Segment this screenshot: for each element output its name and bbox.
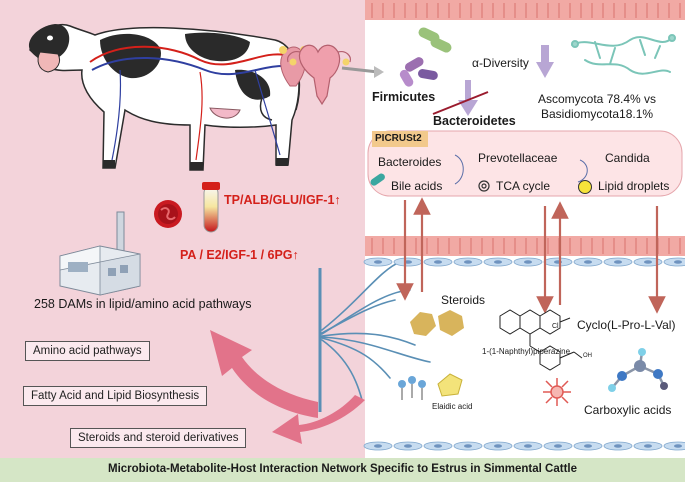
bacteroidetes-label: Bacteroidetes [433, 114, 516, 128]
bottom-cell-row [363, 441, 685, 451]
blood-tube-icon [202, 182, 220, 233]
firmicutes-label: Firmicutes [372, 90, 436, 104]
footer-title: Microbiota-Metabolite-Host Interaction N… [107, 463, 577, 475]
picrust-panel [367, 130, 683, 197]
diversity-up-arrow [536, 45, 554, 78]
metabolomics-label: 258 DAMs in lipid/amino acid pathways [34, 297, 252, 311]
diversity-down-arrow [458, 80, 478, 116]
cell-nucleus [464, 444, 472, 448]
lipid-droplet-icon [578, 180, 592, 194]
alpha-diversity-label: α-Diversity [472, 56, 529, 70]
red-blood-cell-icon [154, 200, 182, 228]
top-epithelium [365, 0, 685, 20]
cell-nucleus [434, 444, 442, 448]
elaidic-acid-crystal-icon [437, 373, 463, 397]
cell-nucleus [374, 260, 382, 264]
genus-candida: Candida [605, 151, 650, 165]
cell-nucleus [674, 260, 682, 264]
cell-nucleus [554, 444, 562, 448]
cow-illustration [28, 23, 301, 171]
uterus-icon [287, 44, 384, 106]
bile-acid-icon [370, 173, 385, 186]
hormone-indicators-label: PA / E2/IGF-1 / 6PG↑ [180, 248, 299, 262]
cell-nucleus [644, 260, 652, 264]
cell-nucleus [494, 444, 502, 448]
steroid-crystals-icon [410, 310, 464, 336]
pathway-box-steroids: Steroids and steroid derivatives [70, 428, 247, 448]
cell-nucleus [614, 260, 622, 264]
cell-nucleus [584, 444, 592, 448]
pathway-box-amino: Amino acid pathways [25, 341, 150, 361]
lipid-icon [398, 376, 426, 400]
chlorine-atom-label: Cl [552, 323, 559, 330]
molecule-model-icon [608, 348, 668, 392]
cell-nucleus [494, 260, 502, 264]
cell-nucleus [524, 260, 532, 264]
pink-arrow-lower [272, 395, 365, 444]
lcms-instrument-icon [59, 211, 141, 296]
carboxylic-acids-label: Carboxylic acids [584, 403, 672, 417]
elaidic-acid-label: Elaidic acid [432, 402, 473, 411]
genus-prevotellaceae: Prevotellaceae [478, 151, 558, 165]
cell-nucleus [524, 444, 532, 448]
bacteria-cluster-icon [399, 27, 452, 87]
immune-cell-icon [543, 378, 571, 406]
cell-nucleus [434, 260, 442, 264]
steroids-label: Steroids [441, 293, 486, 307]
function-bile-acids: Bile acids [391, 179, 443, 193]
cell-nucleus [464, 260, 472, 264]
tca-cycle-icon [478, 180, 490, 192]
middle-epithelium [363, 236, 685, 267]
diversity-divider [432, 91, 489, 115]
hydroxyl-group-label: OH [583, 353, 592, 359]
function-lipid-droplets: Lipid droplets [598, 179, 670, 193]
piperazine-label: 1-(1-Naphthyl)piperazine [482, 347, 571, 356]
cell-nucleus [644, 444, 652, 448]
picrust-connectors [454, 154, 588, 185]
cell-nucleus [374, 444, 382, 448]
cyclo-pro-val-label: Cyclo(L-Pro-L-Val) [577, 318, 676, 332]
cell-nucleus [674, 444, 682, 448]
cell-nucleus [404, 444, 412, 448]
fungi-hyphae-icon [571, 34, 676, 75]
footer-band [0, 458, 685, 482]
cell-nucleus [584, 260, 592, 264]
picrust-tag: PICRUSt2 [375, 133, 422, 144]
picrust-tag-background [372, 131, 428, 147]
piperazine-structure [499, 309, 583, 371]
fungi-ratio-label: Ascomycota 78.4% vs Basidiomycota18.1% [538, 92, 657, 121]
function-tca-cycle: TCA cycle [496, 179, 551, 193]
genus-bacteroides: Bacteroides [378, 155, 442, 169]
pink-arrow-upper [210, 330, 318, 418]
cell-nucleus [614, 444, 622, 448]
serum-indicators-label: TP/ALB/GLU/IGF-1↑ [224, 193, 341, 207]
right-panel-background [365, 0, 685, 458]
pathway-box-fatty-acid: Fatty Acid and Lipid Biosynthesis [23, 386, 208, 406]
transport-arrows [396, 197, 666, 314]
